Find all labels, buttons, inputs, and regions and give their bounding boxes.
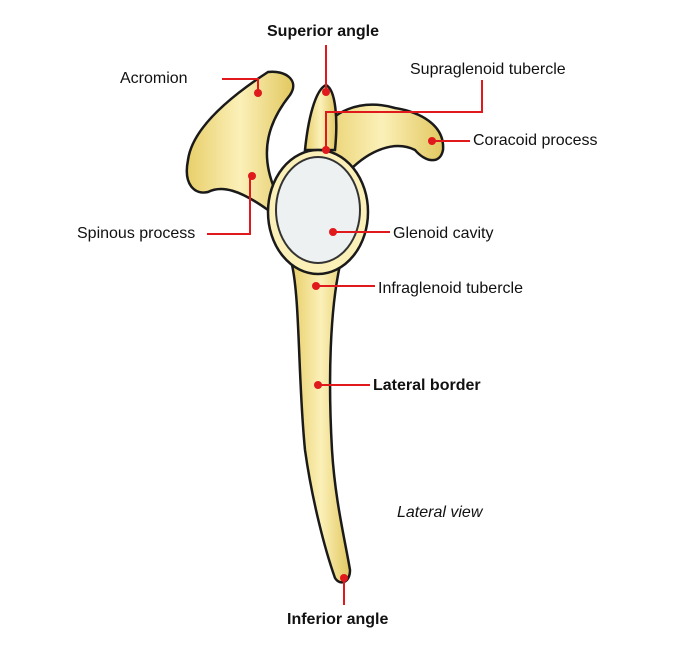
coracoid bbox=[318, 103, 445, 172]
label-lateral-view: Lateral view bbox=[397, 504, 483, 521]
glenoid-cavity-surface bbox=[275, 156, 361, 264]
label-infraglenoid-tubercle: Infraglenoid tubercle bbox=[378, 280, 523, 297]
label-lateral-border: Lateral border bbox=[373, 377, 481, 394]
label-coracoid-process: Coracoid process bbox=[473, 132, 598, 149]
label-acromion: Acromion bbox=[120, 70, 188, 87]
label-glenoid-cavity: Glenoid cavity bbox=[393, 225, 494, 242]
label-supraglenoid-tubercle: Supraglenoid tubercle bbox=[410, 61, 566, 78]
lateral-border-shape bbox=[290, 263, 352, 584]
label-inferior-angle: Inferior angle bbox=[287, 611, 389, 628]
label-superior-angle: Superior angle bbox=[267, 23, 380, 40]
marker-dots bbox=[248, 88, 436, 582]
acromion-spine bbox=[185, 70, 295, 212]
leader-lines bbox=[207, 45, 483, 605]
label-spinous-process: Spinous process bbox=[77, 225, 196, 242]
superior-angle bbox=[303, 83, 338, 152]
